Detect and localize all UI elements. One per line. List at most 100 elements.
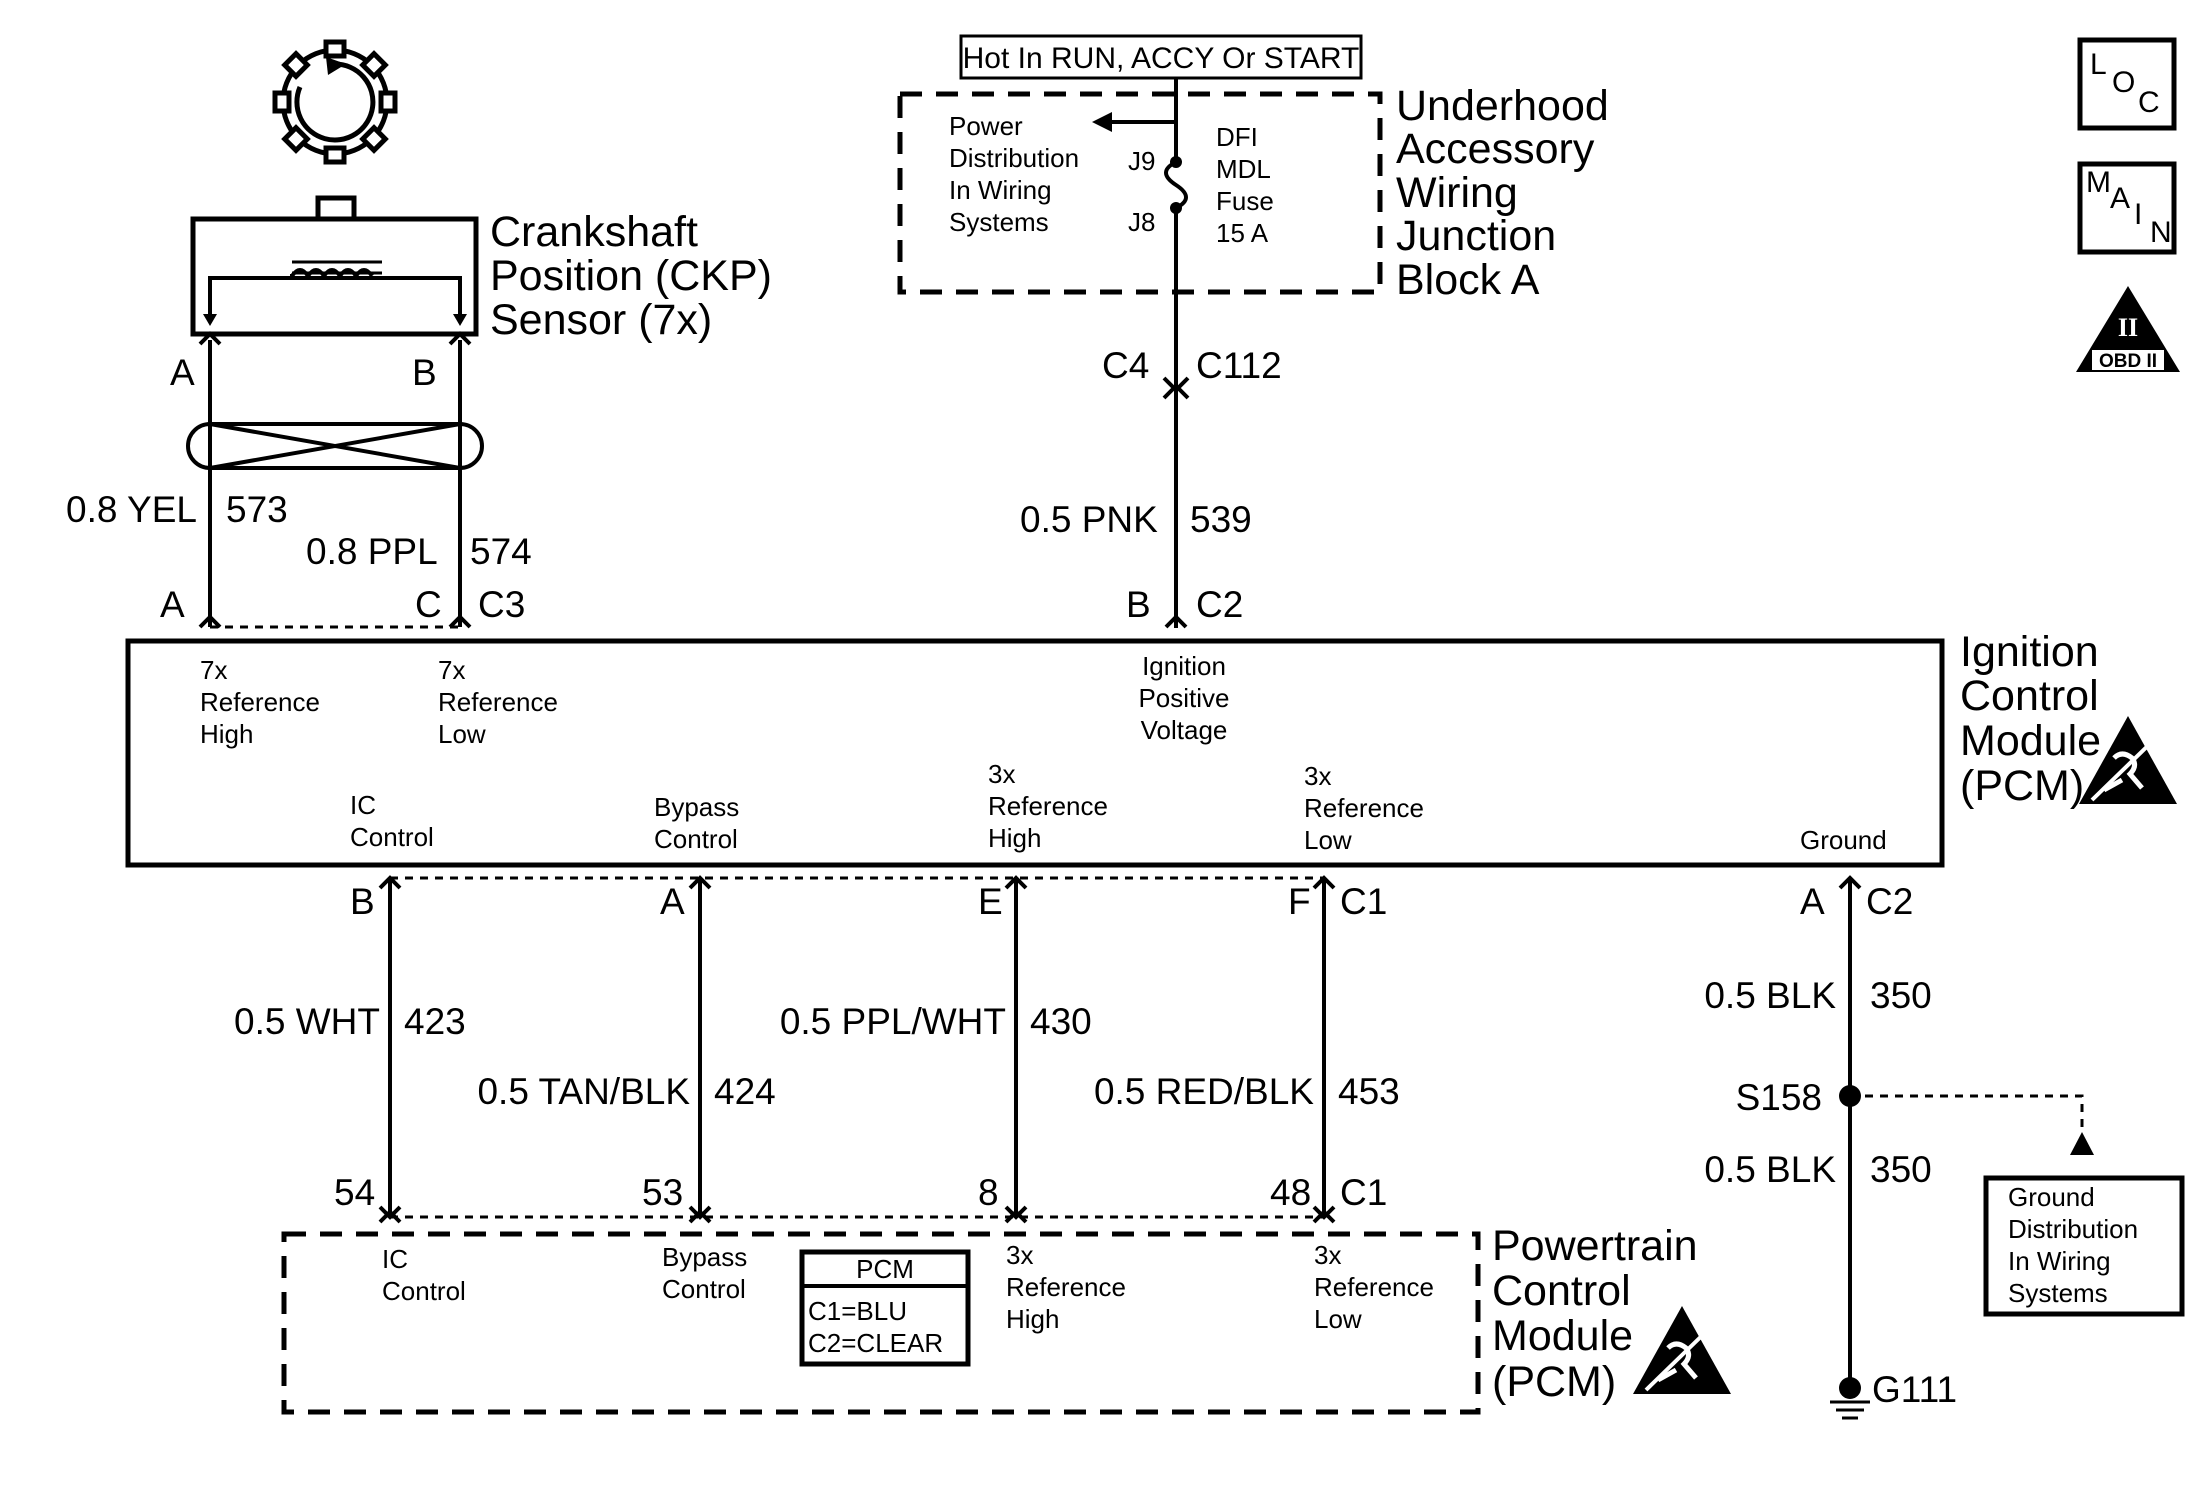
ground-upper-circuit: 350 xyxy=(1870,975,1932,1016)
power-dist-line-1: Power xyxy=(949,111,1023,141)
obd-text: OBD II xyxy=(2099,351,2157,372)
pcm-name-line-4: (PCM) xyxy=(1492,1358,1616,1406)
wire-423-gauge-color: 0.5 WHT xyxy=(234,1001,380,1042)
ckp-name-line-1: Crankshaft xyxy=(490,208,698,256)
esd-sensitive-icon xyxy=(2079,716,2177,804)
crankshaft-reluctor-wheel-icon xyxy=(272,39,398,165)
obd-ii-icon[interactable]: II OBD II xyxy=(2076,286,2180,372)
ground-dist-line-1: Ground xyxy=(2008,1182,2095,1212)
junction-block-line-2: Accessory xyxy=(1396,125,1595,173)
loc-icon[interactable]: L O C xyxy=(2077,37,2177,131)
icm-ref7-low-line-3: Low xyxy=(438,719,486,749)
ground-dist-line-4: Systems xyxy=(2008,1278,2108,1308)
icm-ref7-low-line-1: 7x xyxy=(438,655,465,685)
icm-ref3-low-line-3: Low xyxy=(1304,825,1352,855)
icm-ref7-low-line-2: Reference xyxy=(438,687,558,717)
icm-pin-b: B xyxy=(1126,584,1151,625)
junction-block-line-3: Wiring xyxy=(1396,169,1518,217)
junction-block-line-4: Junction xyxy=(1396,212,1556,260)
ground-lower-circuit: 350 xyxy=(1870,1149,1932,1190)
icm-ref3-high-line-2: Reference xyxy=(988,791,1108,821)
wire-453-circuit: 453 xyxy=(1338,1071,1400,1112)
icm-pin-a-c2: A xyxy=(1800,881,1825,922)
icm-ref7-high-line-1: 7x xyxy=(200,655,227,685)
ground-lower-gauge-color: 0.5 BLK xyxy=(1704,1149,1836,1190)
main-letter-a: A xyxy=(2110,182,2130,215)
main-letter-i: I xyxy=(2134,198,2142,231)
loc-letter-c: C xyxy=(2138,86,2160,119)
ckp-wires: 0.8 YEL 573 0.8 PPL 574 A C C3 xyxy=(66,331,532,629)
icm-connector-c3: C3 xyxy=(478,584,525,625)
pcm-name-line-1: Powertrain xyxy=(1492,1222,1698,1270)
icm-ref3-low-line-1: 3x xyxy=(1304,761,1331,791)
ckp-name-line-3: Sensor (7x) xyxy=(490,296,712,344)
pcm-ic-control-line-2: Control xyxy=(382,1276,466,1306)
pnk-gauge-color: 0.5 PNK xyxy=(1020,499,1158,540)
pin-j9: J9 xyxy=(1128,146,1155,176)
pcm-pin-8: 8 xyxy=(978,1172,999,1213)
loc-letter-l: L xyxy=(2090,48,2107,81)
icm-ign-pos-line-3: Voltage xyxy=(1141,715,1228,745)
pcm-ic-control-line-1: IC xyxy=(382,1244,408,1274)
icm-bypass-line-2: Control xyxy=(654,824,738,854)
pcm-ref3-low-line-3: Low xyxy=(1314,1304,1362,1334)
loc-letter-o: O xyxy=(2112,66,2135,99)
fuse-icon xyxy=(1164,160,1188,210)
splice-s158: S158 xyxy=(1736,1077,1822,1118)
pin-j8: J8 xyxy=(1128,207,1155,237)
pcm-ref3-high-line-3: High xyxy=(1006,1304,1059,1334)
icm-ground-label: Ground xyxy=(1800,825,1887,855)
icm-connector-c2: C2 xyxy=(1196,584,1243,625)
fuse-line-3: Fuse xyxy=(1216,186,1274,216)
wire-424-circuit: 424 xyxy=(714,1071,776,1112)
icm-ref7-high-line-3: High xyxy=(200,719,253,749)
icm-ign-pos-line-2: Positive xyxy=(1138,683,1229,713)
pcm-ref3-high-line-2: Reference xyxy=(1006,1272,1126,1302)
icm-ref3-high-line-1: 3x xyxy=(988,759,1015,789)
ckp-sensor: Crankshaft Position (CKP) Sensor (7x) A … xyxy=(170,39,772,393)
power-dist-line-2: Distribution xyxy=(949,143,1079,173)
pcm-ref3-low-line-1: 3x xyxy=(1314,1240,1341,1270)
pcm-name-line-2: Control xyxy=(1492,1267,1631,1315)
fuse-block: Hot In RUN, ACCY Or START Power Distribu… xyxy=(897,34,1609,304)
icm-connector-c1: C1 xyxy=(1340,881,1387,922)
ground-dist-line-3: In Wiring xyxy=(2008,1246,2111,1276)
icm-ref3-high-line-3: High xyxy=(988,823,1041,853)
pcm-name-line-3: Module xyxy=(1492,1312,1633,1360)
pcm-wires: B A E F C1 0.5 WHT 423 0.5 TAN/BLK 424 0… xyxy=(234,875,1400,1224)
pcm-table-row-c1: C1=BLU xyxy=(808,1296,907,1326)
fuse-line-1: DFI xyxy=(1216,122,1258,152)
pcm-pin-53: 53 xyxy=(642,1172,683,1213)
hot-in-label: Hot In RUN, ACCY Or START xyxy=(963,42,1360,75)
obd-numeral: II xyxy=(2118,313,2138,342)
pcm-table-row-c2: C2=CLEAR xyxy=(808,1328,943,1358)
icm-name-line-1: Ignition xyxy=(1960,628,2099,676)
ground-symbol-icon xyxy=(1830,1377,1870,1420)
junction-block-line-1: Underhood xyxy=(1396,82,1609,130)
main-letter-m: M xyxy=(2086,166,2111,199)
icm-pin-f-c1: F xyxy=(1288,881,1311,922)
wire-430-circuit: 430 xyxy=(1030,1001,1092,1042)
icm-ic-control-line-1: IC xyxy=(350,790,376,820)
icm-pin-a-c1: A xyxy=(660,881,685,922)
ground-circuit: A C2 0.5 BLK 350 S158 0.5 BLK 350 G111 G… xyxy=(1704,875,2185,1420)
wire-453-gauge-color: 0.5 RED/BLK xyxy=(1094,1071,1314,1112)
pcm-ref3-low-line-2: Reference xyxy=(1314,1272,1434,1302)
ground-upper-gauge-color: 0.5 BLK xyxy=(1704,975,1836,1016)
ignition-control-module: 7x Reference High 7x Reference Low Ignit… xyxy=(125,628,2177,868)
main-letter-n: N xyxy=(2150,216,2172,249)
icm-name-line-3: Module xyxy=(1960,717,2101,765)
icm-ref7-high-line-2: Reference xyxy=(200,687,320,717)
wire-423-circuit: 423 xyxy=(404,1001,466,1042)
main-icon[interactable]: M A I N xyxy=(2077,161,2177,255)
icm-name-line-2: Control xyxy=(1960,672,2099,720)
fuse-line-4: 15 A xyxy=(1216,218,1269,248)
pcm-connector-c1: C1 xyxy=(1340,1172,1387,1213)
power-dist-line-4: Systems xyxy=(949,207,1049,237)
icm-connector-c2-ground: C2 xyxy=(1866,881,1913,922)
powertrain-control-module: IC Control Bypass Control PCM C1=BLU C2=… xyxy=(281,1222,1731,1415)
icm-name-line-4: (PCM) xyxy=(1960,762,2084,810)
inline-c112: C112 xyxy=(1196,345,1282,386)
pcm-bypass-line-2: Control xyxy=(662,1274,746,1304)
